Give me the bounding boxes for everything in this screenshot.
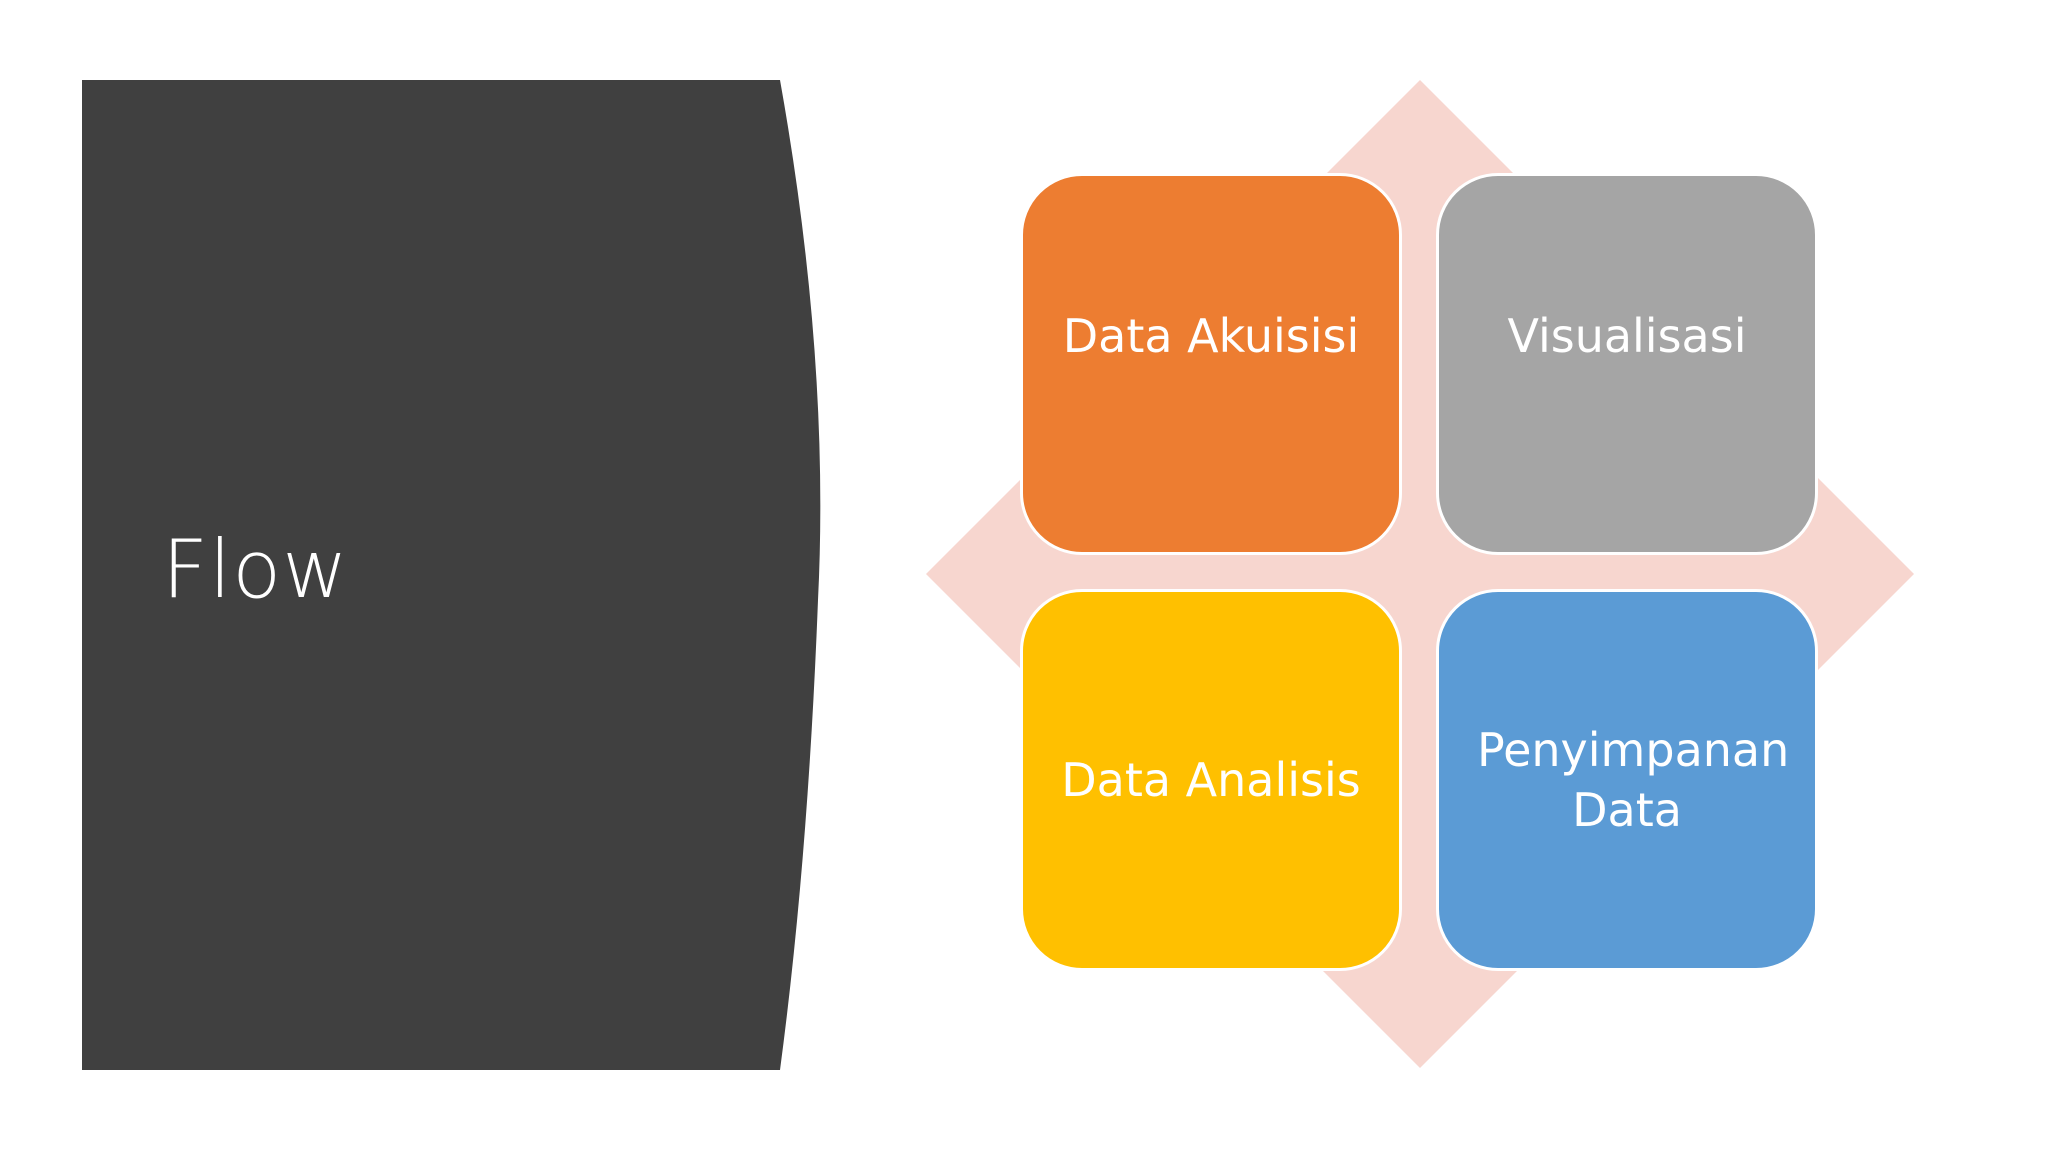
title-panel-shape bbox=[82, 80, 821, 1070]
node-visualisasi: Visualisasi bbox=[1436, 173, 1818, 555]
node-label: Data Akuisisi bbox=[1062, 309, 1360, 363]
slide-title: Flow bbox=[162, 523, 349, 616]
node-data-analisis: Data Analisis bbox=[1020, 589, 1402, 971]
node-label: Data Analisis bbox=[1061, 753, 1361, 807]
node-penyimpanan-data: Penyimpanan Data bbox=[1436, 589, 1818, 971]
node-label: Visualisasi bbox=[1507, 309, 1747, 363]
node-data-akuisisi: Data Akuisisi bbox=[1020, 173, 1402, 555]
node-label: Penyimpanan Data bbox=[1477, 723, 1790, 837]
